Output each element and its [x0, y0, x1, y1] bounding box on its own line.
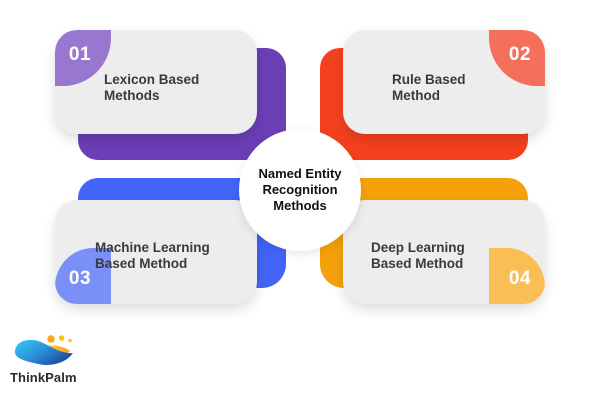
- thinkpalm-logo-icon: [15, 335, 73, 365]
- node-card-rule-based-method[interactable]: 02 Rule Based Method: [343, 30, 545, 134]
- center-hub-label: Named Entity Recognition Methods: [258, 165, 342, 214]
- node-badge-04: 04: [489, 248, 545, 304]
- node-title-02: Rule Based Method: [392, 72, 466, 104]
- center-hub: Named Entity Recognition Methods: [239, 129, 361, 251]
- node-card-deep-learning-based-method[interactable]: 04 Deep Learning Based Method: [343, 200, 545, 304]
- node-card-machine-learning-based-method[interactable]: 03 Machine Learning Based Method: [55, 200, 257, 304]
- node-badge-02: 02: [489, 30, 545, 86]
- node-card-lexicon-based-methods[interactable]: 01 Lexicon Based Methods: [55, 30, 257, 134]
- node-title-01: Lexicon Based Methods: [104, 72, 200, 104]
- node-title-04: Deep Learning Based Method: [371, 240, 465, 272]
- node-title-03: Machine Learning Based Method: [95, 240, 210, 272]
- thinkpalm-logo: ThinkPalm: [10, 334, 106, 392]
- node-badge-01: 01: [55, 30, 111, 86]
- thinkpalm-wordmark: ThinkPalm: [10, 370, 77, 385]
